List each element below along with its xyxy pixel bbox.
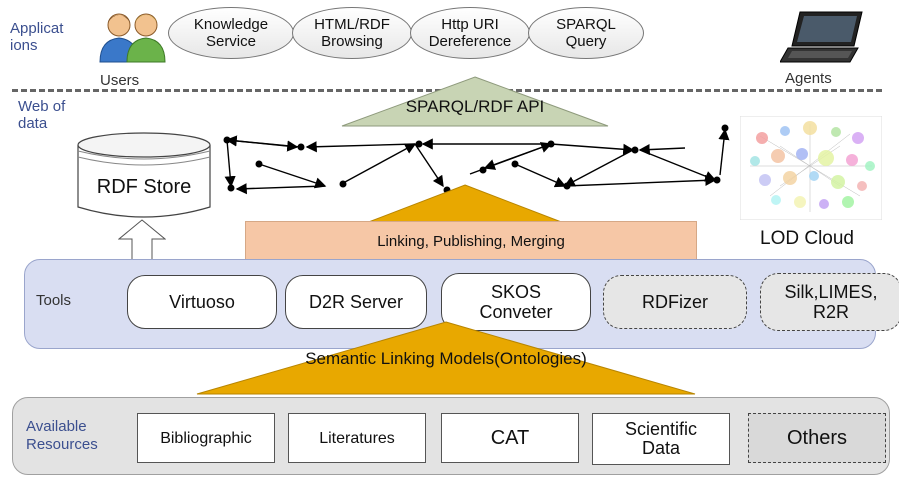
up-arrow-icon [117,219,167,261]
tools-label: Tools [36,292,72,309]
app-line2: Dereference [428,33,512,50]
tool-silk-limes-r2r: Silk,LIMES, R2R [760,273,899,331]
tool-d2r-server: D2R Server [285,275,427,329]
resource-literatures: Literatures [288,413,426,463]
app-line1: Http URI [441,16,499,33]
tool-virtuoso: Virtuoso [127,275,277,329]
app-line1: SPARQL [556,16,616,33]
resource-scientific-data: Scientific Data [592,413,730,465]
users-label: Users [100,72,140,89]
tool-skos-converter: SKOS Conveter [441,273,591,331]
app-line1: HTML/RDF [314,16,390,33]
semantic-models-triangle [196,321,696,395]
laptop-icon [779,8,870,66]
rdf-store-label: RDF Store [96,175,192,198]
app-line2: Browsing [321,33,383,50]
resource-cat: CAT [441,413,579,463]
app-line1: Knowledge [193,16,269,33]
app-line2: Service [205,33,256,50]
lod-cloud-label: LOD Cloud [760,228,854,249]
resource-bibliographic: Bibliographic [137,413,275,463]
api-triangle [340,75,610,127]
web-of-data-label: Web of data [18,98,66,132]
linked-data-graph [215,120,740,202]
semantic-models-label: Semantic Linking Models(Ontologies) [305,349,587,368]
users-icon [96,8,168,63]
resource-others: Others [748,413,886,463]
tool-rdfizer: RDFizer [603,275,747,329]
linking-publishing-merging-bar: Linking, Publishing, Merging [245,221,697,261]
api-label: SPARQL/RDF API [405,97,545,116]
applications-label: Applicat ions [10,20,64,54]
agents-label: Agents [785,70,832,87]
database-icon [76,131,212,221]
linking-triangle [365,184,565,224]
available-resources-label: Available Resources [26,418,98,453]
lod-cloud-icon [739,115,883,221]
app-line2: Query [565,33,607,50]
